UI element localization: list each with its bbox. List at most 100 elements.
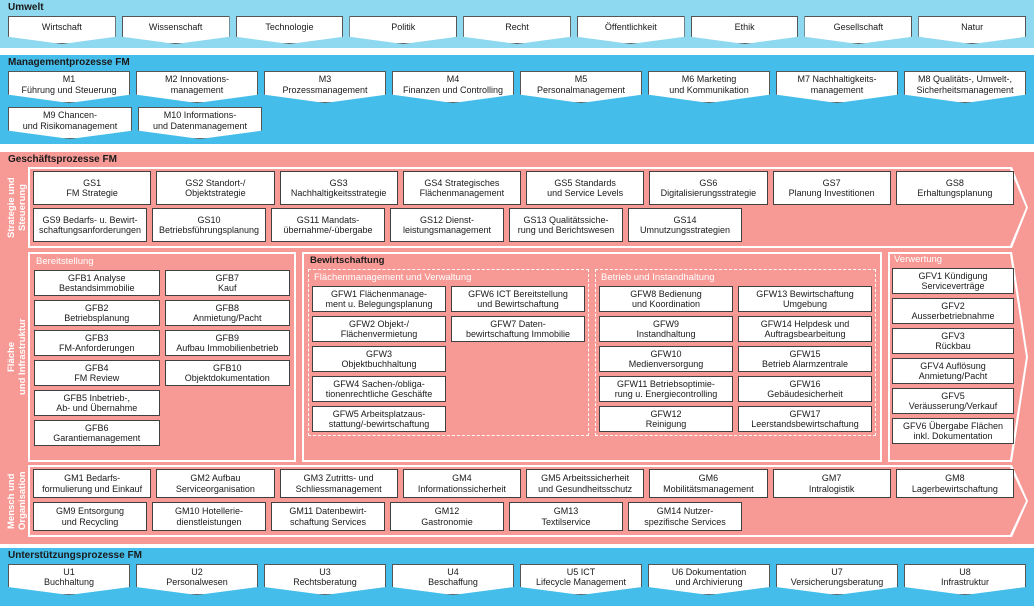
umwelt-item-recht[interactable]: Recht xyxy=(463,16,571,44)
label-flaeche-und-infrastruktur: Fläche und Infrastruktur xyxy=(6,318,28,396)
support-item-u5[interactable]: U5 ICT Lifecycle Management xyxy=(520,564,642,595)
bereitstellung-col-1: GFB1 Analyse Bestandsimmobilie GFB2 Betr… xyxy=(34,270,160,446)
gm-item-gm9[interactable]: GM9 Entsorgung und Recycling xyxy=(33,502,147,531)
gfb-item-gfb6[interactable]: GFB6 Garantiemanagement xyxy=(34,420,160,446)
management-item-m7[interactable]: M7 Nachhaltigkeits- management xyxy=(776,71,898,103)
support-item-u4[interactable]: U4 Beschaffung xyxy=(392,564,514,595)
gs-item-gs6[interactable]: GS6 Digitalisierungsstrategie xyxy=(649,171,768,205)
betrieb-title: Betrieb und Instandhaltung xyxy=(601,272,715,283)
umwelt-item-technologie[interactable]: Technologie xyxy=(235,16,344,44)
management-item-m1[interactable]: M1 Führung und Steuerung xyxy=(8,71,130,103)
gs-item-gs2[interactable]: GS2 Standort-/ Objektstrategie xyxy=(156,171,275,205)
umwelt-item-wissenschaft[interactable]: Wissenschaft xyxy=(121,16,230,44)
gm-item-gm14[interactable]: GM14 Nutzer- spezifische Services xyxy=(628,502,742,531)
gfw-item-gfw10[interactable]: GFW10 Medienversorgung xyxy=(599,346,733,372)
gm-item-gm7[interactable]: GM7 Intralogistik xyxy=(772,469,891,498)
gfb-item-gfb4[interactable]: GFB4 FM Review xyxy=(34,360,160,386)
gm-item-gm10[interactable]: GM10 Hotellerie- dienstleistungen xyxy=(152,502,266,531)
gs-item-gs12[interactable]: GS12 Dienst- leistungsmanagement xyxy=(390,208,504,242)
gfw-item-gfw5[interactable]: GFW5 Arbeitsplatzaus- stattung/-bewirtsc… xyxy=(312,406,446,432)
gfb-item-gfb1[interactable]: GFB1 Analyse Bestandsimmobilie xyxy=(34,270,160,296)
support-title: Unterstützungsprozesse FM xyxy=(8,550,142,561)
bereitstellung-col-2: GFB7 Kauf GFB8 Anmietung/Pacht GFB9 Aufb… xyxy=(164,270,290,446)
gs-item-gs8[interactable]: GS8 Erhaltungsplanung xyxy=(895,171,1014,205)
gfw-item-gfw1[interactable]: GFW1 Flächenmanage- ment u. Belegungspla… xyxy=(312,286,446,312)
gs-item-gs4[interactable]: GS4 Strategisches Flächenmanagement xyxy=(402,171,521,205)
mensch-outline: GM1 Bedarfs- formulierung und Einkauf GM… xyxy=(28,465,1028,537)
gm-item-gm1[interactable]: GM1 Bedarfs- formulierung und Einkauf xyxy=(33,469,152,498)
gfw-item-gfw6[interactable]: GFW6 ICT Bereitstellung und Bewirtschaft… xyxy=(451,286,585,312)
gfw-item-gfw17[interactable]: GFW17 Leerstandsbewirtschaftung xyxy=(738,406,872,432)
gfv-item-gfv6[interactable]: GFV6 Übergabe Flächen inkl. Dokumentatio… xyxy=(892,418,1014,444)
gs-item-gs10[interactable]: GS10 Betriebsführungsplanung xyxy=(152,208,266,242)
gfb-item-gfb2[interactable]: GFB2 Betriebsplanung xyxy=(34,300,160,326)
gm-item-gm13[interactable]: GM13 Textilservice xyxy=(509,502,623,531)
gfb-item-gfb8[interactable]: GFB8 Anmietung/Pacht xyxy=(164,300,290,326)
gm-item-gm3[interactable]: GM3 Zutritts- und Schliessmanagement xyxy=(279,469,398,498)
support-item-u3[interactable]: U3 Rechtsberatung xyxy=(264,564,386,595)
gfw-item-gfw3[interactable]: GFW3 Objektbuchhaltung xyxy=(312,346,446,372)
support-item-u6[interactable]: U6 Dokumentation und Archivierung xyxy=(648,564,770,595)
gm-item-gm2[interactable]: GM2 Aufbau Serviceorganisation xyxy=(156,469,275,498)
umwelt-item-oeffentlichkeit[interactable]: Öffentlichkeit xyxy=(576,16,685,44)
gfw-item-gfw11[interactable]: GFW11 Betriebsoptimie- rung u. Energieco… xyxy=(599,376,733,402)
gfb-item-gfb9[interactable]: GFB9 Aufbau Immobilienbetrieb xyxy=(164,330,290,356)
gm-item-gm4[interactable]: GM4 Informationssicherheit xyxy=(402,469,521,498)
management-item-m10[interactable]: M10 Informations- und Datenmanagement xyxy=(138,107,262,139)
umwelt-item-politik[interactable]: Politik xyxy=(349,16,458,44)
gfw-item-gfw8[interactable]: GFW8 Bedienung und Koordination xyxy=(599,286,733,312)
gfw-item-gfw13[interactable]: GFW13 Bewirtschaftung Umgebung xyxy=(738,286,872,312)
management-item-m4[interactable]: M4 Finanzen und Controlling xyxy=(392,71,514,103)
strategie-outline: GS1 FM Strategie GS2 Standort-/ Objektst… xyxy=(28,167,1028,248)
gfv-item-gfv5[interactable]: GFV5 Veräusserung/Verkauf xyxy=(892,388,1014,414)
gs-item-gs7[interactable]: GS7 Planung Investitionen xyxy=(772,171,891,205)
management-item-m6[interactable]: M6 Marketing und Kommunikation xyxy=(648,71,770,103)
bereitstellung-title: Bereitstellung xyxy=(36,256,94,267)
bewirtschaftung-inner: Flächenmanagement und Verwaltung GFW1 Fl… xyxy=(308,269,876,436)
gfw-item-gfw12[interactable]: GFW12 Reinigung xyxy=(599,406,733,432)
gs-item-gs3[interactable]: GS3 Nachhaltigkeitsstrategie xyxy=(279,171,398,205)
gm-item-gm5[interactable]: GM5 Arbeitssicherheit und Gesundheitssch… xyxy=(526,469,645,498)
mensch-row-1: GM1 Bedarfs- formulierung und Einkauf GM… xyxy=(33,469,1014,498)
gs-item-gs13[interactable]: GS13 Qualitätssiche- rung und Berichtswe… xyxy=(509,208,623,242)
gfw-item-gfw9[interactable]: GFW9 Instandhaltung xyxy=(599,316,733,342)
gm-item-gm6[interactable]: GM6 Mobilitätsmanagement xyxy=(649,469,768,498)
gfv-item-gfv2[interactable]: GFV2 Ausserbetriebnahme xyxy=(892,298,1014,324)
gm-item-gm11[interactable]: GM11 Datenbewirt- schaftung Services xyxy=(271,502,385,531)
gs-item-gs1[interactable]: GS1 FM Strategie xyxy=(33,171,152,205)
group-flaeche-und-infrastruktur: Fläche und Infrastruktur Bereitstellung … xyxy=(6,252,1028,462)
gfw-item-gfw15[interactable]: GFW15 Betrieb Alarmzentrale xyxy=(738,346,872,372)
support-item-u8[interactable]: U8 Infrastruktur xyxy=(904,564,1026,595)
gs-item-gs5[interactable]: GS5 Standards und Service Levels xyxy=(526,171,645,205)
gs-item-gs14[interactable]: GS14 Umnutzungsstrategien xyxy=(628,208,742,242)
management-item-m2[interactable]: M2 Innovations- management xyxy=(136,71,258,103)
support-item-u1[interactable]: U1 Buchhaltung xyxy=(8,564,130,595)
gm-item-gm12[interactable]: GM12 Gastronomie xyxy=(390,502,504,531)
gfw-item-gfw16[interactable]: GFW16 Gebäudesicherheit xyxy=(738,376,872,402)
gfb-item-gfb7[interactable]: GFB7 Kauf xyxy=(164,270,290,296)
gfb-item-gfb3[interactable]: GFB3 FM-Anforderungen xyxy=(34,330,160,356)
management-item-m3[interactable]: M3 Prozessmanagement xyxy=(264,71,386,103)
gs-item-gs11[interactable]: GS11 Mandats- übernahme/-übergabe xyxy=(271,208,385,242)
umwelt-item-ethik[interactable]: Ethik xyxy=(690,16,799,44)
gfw-item-gfw4[interactable]: GFW4 Sachen-/obliga- tionenrechtliche Ge… xyxy=(312,376,446,402)
umwelt-item-natur[interactable]: Natur xyxy=(918,16,1027,44)
gfb-item-gfb5[interactable]: GFB5 Inbetrieb-, Ab- und Übernahme xyxy=(34,390,160,416)
support-item-u7[interactable]: U7 Versicherungsberatung xyxy=(776,564,898,595)
management-item-m8[interactable]: M8 Qualitäts-, Umwelt-, Sicherheitsmanag… xyxy=(904,71,1026,103)
umwelt-title: Umwelt xyxy=(8,2,44,13)
umwelt-item-gesellschaft[interactable]: Gesellschaft xyxy=(804,16,913,44)
gfv-item-gfv1[interactable]: GFV1 Kündigung Serviceverträge xyxy=(892,268,1014,294)
gfw-item-gfw14[interactable]: GFW14 Helpdesk und Auftragsbearbeitung xyxy=(738,316,872,342)
management-item-m9[interactable]: M9 Chancen- und Risikomanagement xyxy=(8,107,132,139)
gfv-item-gfv4[interactable]: GFV4 Auflösung Anmietung/Pacht xyxy=(892,358,1014,384)
gfw-item-gfw2[interactable]: GFW2 Objekt-/ Flächenvermietung xyxy=(312,316,446,342)
umwelt-item-wirtschaft[interactable]: Wirtschaft xyxy=(8,16,116,44)
gfw-item-gfw7[interactable]: GFW7 Daten- bewirtschaftung Immobilie xyxy=(451,316,585,342)
gfb-item-gfb10[interactable]: GFB10 Objektdokumentation xyxy=(164,360,290,386)
management-item-m5[interactable]: M5 Personalmanagement xyxy=(520,71,642,103)
gfv-item-gfv3[interactable]: GFV3 Rückbau xyxy=(892,328,1014,354)
gm-item-gm8[interactable]: GM8 Lagerbewirtschaftung xyxy=(895,469,1014,498)
support-item-u2[interactable]: U2 Personalwesen xyxy=(136,564,258,595)
gs-item-gs9[interactable]: GS9 Bedarfs- u. Bewirt- schaftungsanford… xyxy=(33,208,147,242)
